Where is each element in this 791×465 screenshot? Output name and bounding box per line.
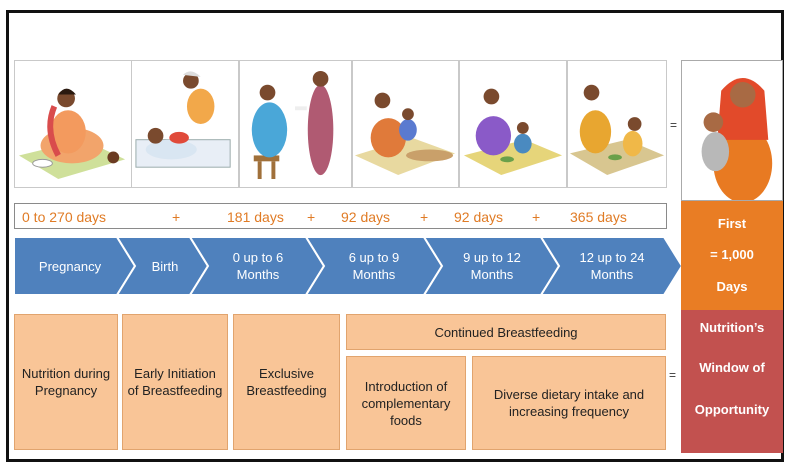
mother-breastfeeding-icon xyxy=(239,60,352,188)
first-days-line2: = 1,000 xyxy=(710,247,754,262)
duration-6-9-months: 92 days xyxy=(341,209,391,225)
practice-continued-breastfeeding: Continued Breastfeeding xyxy=(346,314,666,350)
practice-nutrition-pregnancy: Nutrition during Pregnancy xyxy=(14,314,118,450)
plus-sign: + xyxy=(307,209,316,225)
duration-9-12-months: 92 days xyxy=(454,209,504,225)
first-days-line3: Days xyxy=(716,279,748,294)
mother-child-eating-icon xyxy=(459,60,567,188)
plus-sign: + xyxy=(532,209,541,225)
stage-label-12-24: 12 up to 24 Months xyxy=(579,250,645,282)
arrow-9-12 xyxy=(422,237,561,295)
toddler-eating-icon xyxy=(567,60,667,188)
practice-diverse-diet: Diverse dietary intake and increasing fr… xyxy=(472,356,666,450)
stage-label-pregnancy: Pregnancy xyxy=(38,258,102,274)
window-line3: Opportunity xyxy=(694,402,770,417)
practice-complementary-foods: Introduction of complementary foods xyxy=(346,356,466,450)
stage-arrows xyxy=(14,237,684,295)
arrow-12-24 xyxy=(539,237,684,295)
stage-label-birth: Birth xyxy=(151,258,179,274)
window-of-opportunity-panel: Nutrition’s Window of Opportunity xyxy=(681,310,783,453)
birth-skin-to-skin-icon xyxy=(131,60,239,188)
first-1000-days-panel: First = 1,000 Days xyxy=(681,201,783,310)
plus-sign: + xyxy=(172,209,181,225)
pregnant-woman-eating-icon xyxy=(14,60,132,188)
mother-with-toddler-photo xyxy=(681,60,783,201)
window-line2: Window of xyxy=(699,360,765,375)
mother-feeding-infant-icon xyxy=(352,60,459,188)
equals-sign-bottom: = xyxy=(669,368,677,382)
duration-pregnancy: 0 to 270 days xyxy=(22,209,107,225)
stage-label-0-6: 0 up to 6 Months xyxy=(232,250,284,282)
first-days-line1: First xyxy=(717,216,747,231)
plus-sign: + xyxy=(420,209,429,225)
duration-12-24-months: 365 days xyxy=(570,209,627,225)
stage-label-6-9: 6 up to 9 Months xyxy=(348,250,400,282)
practice-exclusive-breastfeeding: Exclusive Breastfeeding xyxy=(233,314,340,450)
arrow-birth xyxy=(115,237,210,295)
stage-label-9-12: 9 up to 12 Months xyxy=(463,250,521,282)
arrow-0-6 xyxy=(188,237,326,295)
arrow-6-9 xyxy=(304,237,444,295)
duration-bar: 0 to 270 days + 181 days + 92 days + 92 … xyxy=(14,203,667,229)
window-line1: Nutrition’s xyxy=(699,320,765,335)
practice-early-initiation: Early Initiation of Breastfeeding xyxy=(122,314,228,450)
duration-0-6-months: 181 days xyxy=(227,209,284,225)
equals-sign-top: = xyxy=(670,118,678,132)
